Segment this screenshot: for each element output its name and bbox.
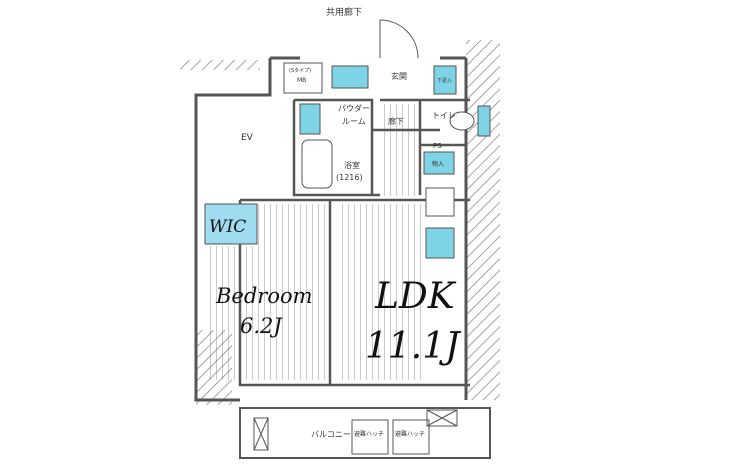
outer-wall xyxy=(194,56,468,402)
wic-label: WIC xyxy=(209,217,246,237)
bath-label: 浴室 xyxy=(344,160,360,170)
bedroom-floor xyxy=(258,204,326,380)
sink xyxy=(331,65,369,89)
kitchen-sink xyxy=(425,227,455,259)
mb-type-label: (Sタイプ) xyxy=(289,67,311,74)
mb-box xyxy=(283,62,323,94)
powder-room-label-1: パウダー xyxy=(338,103,370,113)
entrance-door xyxy=(379,19,419,59)
bath-size-label: (1216) xyxy=(336,173,363,182)
storage-unit xyxy=(253,417,269,451)
toilet-bowl xyxy=(449,111,475,131)
hatch-label-2: 避難ハッチ xyxy=(395,430,425,438)
wall-hatch-right xyxy=(466,40,500,400)
ev-label: EV xyxy=(241,133,254,143)
vanity xyxy=(299,103,321,135)
balcony-label: バルコニー xyxy=(311,430,351,439)
outdoor-unit xyxy=(426,409,458,427)
corridor-label: 共用廊下 xyxy=(326,6,362,18)
hatch-box-1 xyxy=(351,419,389,455)
wall-hatch-top xyxy=(180,60,260,70)
hatch-label-1: 避難ハッチ xyxy=(354,430,384,438)
shoe-storage-label: 下足入 xyxy=(437,78,452,84)
powder-room-label-2: ルーム xyxy=(342,117,366,126)
entrance-label: 玄関 xyxy=(391,71,407,81)
wic-room xyxy=(204,203,258,245)
ldk-label: LDK xyxy=(374,276,457,317)
ldk-floor xyxy=(340,204,424,380)
hall-floor xyxy=(384,104,418,196)
hatch-box-2 xyxy=(392,419,430,455)
toilet-tank xyxy=(477,105,491,137)
ldk-size-label: 11.1J xyxy=(365,326,462,367)
balcony xyxy=(239,407,491,459)
bedroom-size-label: 6.2J xyxy=(240,314,283,338)
hallway-label: 廊下 xyxy=(388,116,404,126)
toilet-label: トイレ xyxy=(432,111,456,120)
bedroom-floor-left xyxy=(210,246,258,380)
kitchen-stove xyxy=(425,187,455,217)
shoe-cabinet xyxy=(433,65,457,95)
mb-label: MB xyxy=(297,77,306,84)
storage-label: 物入 xyxy=(432,160,444,168)
bathtub xyxy=(301,139,333,189)
ps-label: PS xyxy=(433,142,442,150)
bedroom-label: Bedroom xyxy=(215,284,313,308)
storage-box xyxy=(423,151,455,175)
